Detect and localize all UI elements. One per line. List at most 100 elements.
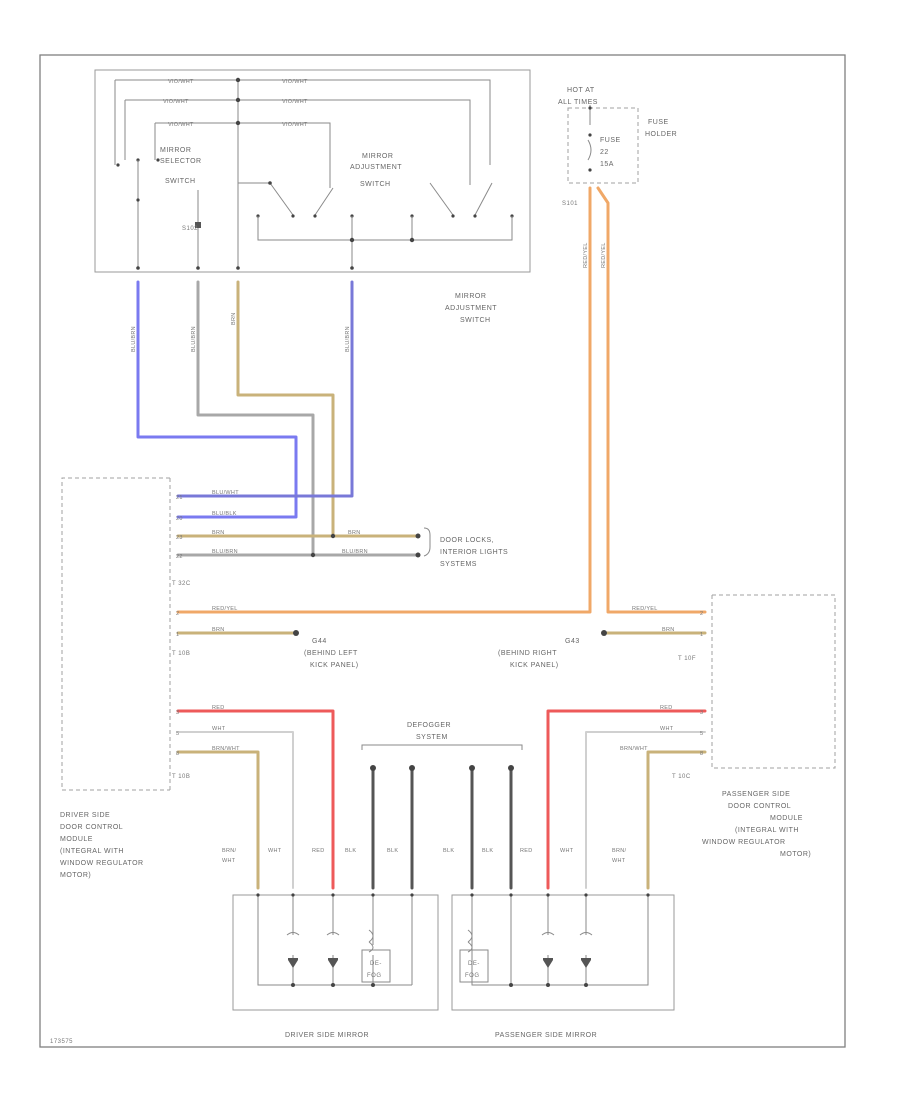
driver-dcm-label: DRIVER SIDE — [60, 812, 110, 819]
pin-number: 5 — [176, 731, 179, 737]
passenger-dcm-label: DOOR CONTROL — [728, 803, 791, 810]
ground-g44 — [293, 630, 299, 636]
passenger-dcm-label: MOTOR) — [780, 851, 811, 858]
pin-number: 23 — [176, 535, 183, 541]
mirror-adjustment-switch-inner-label: SWITCH — [360, 181, 391, 188]
fuse-label: 15A — [600, 161, 614, 168]
pin-number: 8 — [700, 751, 703, 757]
wire-label-vert: BLU/BRN — [191, 326, 197, 352]
ground-left-label: G44 — [312, 638, 327, 645]
ground-left-label: (BEHIND LEFT — [304, 650, 358, 657]
driver-dcm-label: DOOR CONTROL — [60, 824, 123, 831]
defogger-label: DEFOGGER — [407, 722, 451, 729]
splice-s102-label: S102 — [182, 226, 198, 232]
wire-label: RED/YEL — [632, 606, 658, 612]
wire-brn-wht-left — [176, 750, 260, 890]
pin-number: 2 — [700, 611, 703, 617]
passenger-dcm-label: MODULE — [770, 815, 803, 822]
wire-wht-right — [585, 731, 706, 889]
wire-label: WHT — [660, 726, 674, 732]
mirror-adjustment-switch-assembly: VIO/WHT VIO/WHT VIO/WHT VIO/WHT VIO/WHT … — [94, 69, 531, 273]
wire-brn-vert — [176, 280, 335, 538]
defog-element-label: DE- — [370, 961, 382, 967]
defog-element-label: FOG — [465, 973, 480, 979]
pin-number: 21 — [176, 495, 183, 501]
mirror-wire-labels: BRN/ WHT WHT RED BLK BLK BLK BLK RED WHT… — [222, 848, 626, 864]
wire-label: BLK — [482, 848, 493, 854]
mirror-adjustment-switch-label: ADJUSTMENT — [445, 305, 497, 312]
hot-at-all-times-label: HOT AT — [567, 87, 595, 94]
wire-label: RED — [312, 848, 325, 854]
colored-wires — [136, 186, 707, 890]
fuse-label: FUSE — [600, 137, 621, 144]
vertical-wire-labels: BLU/BRN BLU/BRN BRN BLU/BRN RED/YEL RED/… — [131, 242, 607, 352]
top-wire-label: VIO/WHT — [163, 99, 189, 105]
fuse-holder-label: FUSE — [648, 119, 669, 126]
wire-label: BRN — [212, 627, 225, 633]
top-wire-label: VIO/WHT — [168, 79, 194, 85]
pin-number: 3 — [700, 710, 703, 716]
passenger-dcm-label: PASSENGER SIDE — [722, 791, 790, 798]
top-wire-label: VIO/WHT — [168, 122, 194, 128]
wire-label: RED — [660, 705, 673, 711]
wire-label-vert: BRN — [231, 312, 237, 325]
connector-t10f-label: T 10F — [678, 656, 696, 662]
wire-label: BRN — [662, 627, 675, 633]
mirror-adjustment-switch-label: SWITCH — [460, 317, 491, 324]
wire-wht-left — [177, 731, 294, 889]
wire-blu-brn-1 — [136, 280, 298, 519]
door-locks-label: INTERIOR LIGHTS — [440, 549, 508, 556]
mirror-selector-switch-label: SELECTOR — [160, 158, 202, 165]
wire-label: WHT — [212, 726, 226, 732]
wire-label: WHT — [268, 848, 282, 854]
wire-label: BLU/BRN — [342, 549, 368, 555]
diagram-frame — [39, 54, 846, 1048]
ground-left-label: KICK PANEL) — [310, 662, 359, 669]
wire-label: RED — [212, 705, 225, 711]
wire-label: BLU/WHT — [212, 490, 239, 496]
mirror-selector-switch-label: SWITCH — [165, 178, 196, 185]
pin-number: 22 — [176, 554, 183, 560]
driver-dcm-label: (INTEGRAL WITH — [60, 848, 124, 855]
wire-red-right — [546, 709, 707, 890]
top-wire-label: VIO/WHT — [282, 79, 308, 85]
figure-id: 173575 — [50, 1039, 73, 1045]
driver-dcm-label: WINDOW REGULATOR — [60, 860, 144, 867]
mirror-adjustment-switch-label: MIRROR — [455, 293, 486, 300]
fuse-label: 22 — [600, 149, 609, 156]
door-locks-label: SYSTEMS — [440, 561, 477, 568]
driver-dcm-label: MODULE — [60, 836, 93, 843]
defog-element-label: DE- — [468, 961, 480, 967]
wire-red-yel-fuse-1 — [176, 186, 592, 614]
wire-label: WHT — [560, 848, 574, 854]
pin-number: 2 — [176, 611, 179, 617]
fuse-holder: HOT AT ALL TIMES FUSE 22 15A FUSE HOLDER… — [558, 87, 677, 207]
wire-label: RED/YEL — [212, 606, 238, 612]
mirror-selector-switch-label: MIRROR — [160, 147, 191, 154]
wire-label-vert: RED/YEL — [601, 242, 607, 268]
wire-label: BLK — [345, 848, 356, 854]
fuse-holder-outline — [567, 107, 639, 184]
passenger-dcm-label: (INTEGRAL WITH — [735, 827, 799, 834]
driver-mirror-label: DRIVER SIDE MIRROR — [285, 1032, 369, 1039]
top-wire-label: VIO/WHT — [282, 122, 308, 128]
wire-red-left — [176, 709, 335, 890]
passenger-door-control-module: RED/YEL BRN 2 1 T 10F RED WHT BRN/WHT 3 … — [620, 594, 836, 858]
wire-label: BRN/ — [222, 848, 237, 854]
ground-right-label: (BEHIND RIGHT — [498, 650, 557, 657]
connector-t32c-label: T 32C — [172, 581, 191, 587]
hot-at-all-times-label: ALL TIMES — [558, 99, 598, 106]
wire-label: BLU/BLK — [212, 511, 237, 517]
driver-door-control-module: 21 20 23 22 T 32C BLU/WHT BLU/BLK BRN BL… — [60, 477, 368, 879]
pin-number: 1 — [176, 632, 179, 638]
switch-housing — [94, 69, 531, 273]
pin-number: 20 — [176, 516, 183, 522]
defogger-label: SYSTEM — [416, 734, 448, 741]
ground-right-label: G43 — [565, 638, 580, 645]
wire-label-vert: RED/YEL — [583, 242, 589, 268]
pin-number: 3 — [176, 710, 179, 716]
wire-blu-brn-2 — [176, 280, 315, 557]
wire-label-vert: BLU/BRN — [345, 326, 351, 352]
wire-red-yel-fuse-2 — [596, 186, 707, 614]
